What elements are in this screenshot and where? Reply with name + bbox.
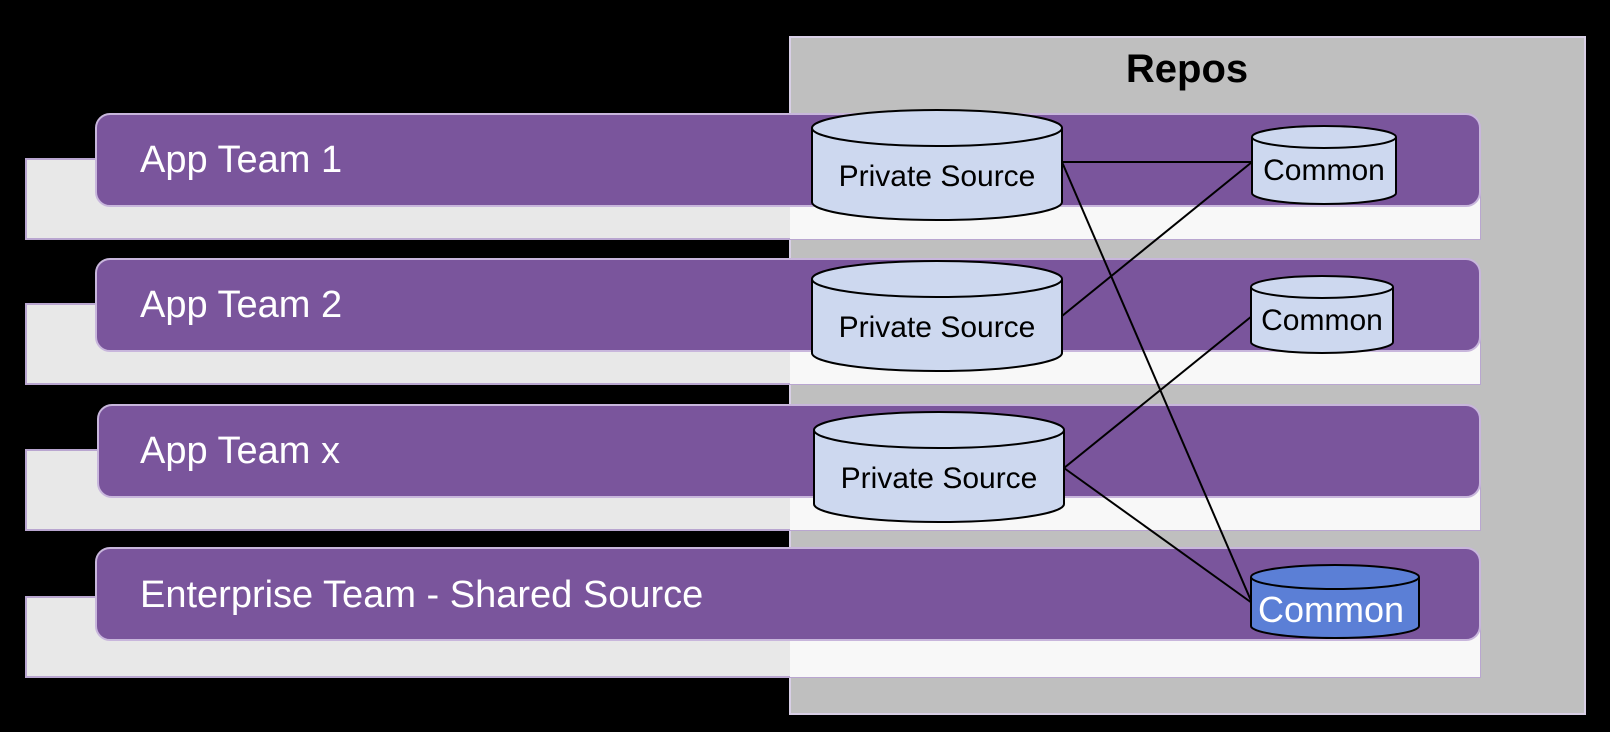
private-source-label-x: Private Source bbox=[841, 462, 1038, 495]
team-bar-1[interactable] bbox=[95, 113, 1481, 207]
team-row-x: App Team x bbox=[25, 404, 1481, 531]
common-label-2: Common bbox=[1261, 304, 1383, 337]
common-label-shared: Common bbox=[1258, 589, 1404, 630]
connector-privatex-common-shared bbox=[1063, 467, 1253, 604]
private-source-label-1: Private Source bbox=[839, 160, 1036, 193]
cylinder-body bbox=[1250, 577, 1420, 639]
team-label-2: App Team 2 bbox=[140, 284, 342, 326]
private-source-2[interactable]: Private Source bbox=[811, 260, 1063, 372]
cylinder-body bbox=[1251, 137, 1397, 205]
cylinder-top bbox=[813, 411, 1065, 449]
repos-title: Repos bbox=[1126, 47, 1248, 91]
common-repo-2[interactable]: Common bbox=[1250, 275, 1394, 354]
team-label-x: App Team x bbox=[140, 430, 340, 472]
cylinder-top bbox=[1250, 275, 1394, 299]
team-row-enterprise: Enterprise Team - Shared Source bbox=[25, 547, 1481, 678]
connector-privatex-common2 bbox=[1063, 315, 1253, 469]
team-label-1: App Team 1 bbox=[140, 139, 342, 181]
team-label-enterprise: Enterprise Team - Shared Source bbox=[140, 574, 703, 616]
private-source-x[interactable]: Private Source bbox=[813, 411, 1065, 523]
cylinder-top bbox=[811, 260, 1063, 298]
common-label-1: Common bbox=[1263, 154, 1385, 187]
team-bar-x[interactable] bbox=[97, 404, 1481, 498]
connector-lines bbox=[1061, 161, 1253, 604]
cylinder-top bbox=[811, 109, 1063, 147]
team-bar-enterprise[interactable] bbox=[95, 547, 1481, 641]
cylinder-body bbox=[813, 430, 1065, 523]
connector-private2-common1 bbox=[1061, 161, 1253, 317]
cylinder-body bbox=[811, 128, 1063, 221]
connector-private1-common-shared bbox=[1061, 161, 1253, 604]
cylinder-body bbox=[1250, 287, 1394, 354]
common-repo-shared[interactable]: Common bbox=[1250, 564, 1420, 639]
private-source-1[interactable]: Private Source bbox=[811, 109, 1063, 221]
private-source-label-2: Private Source bbox=[839, 311, 1036, 344]
cylinder-top bbox=[1250, 564, 1420, 590]
cylinder-body bbox=[811, 279, 1063, 372]
common-repo-1[interactable]: Common bbox=[1251, 125, 1397, 205]
cylinder-top bbox=[1251, 125, 1397, 149]
